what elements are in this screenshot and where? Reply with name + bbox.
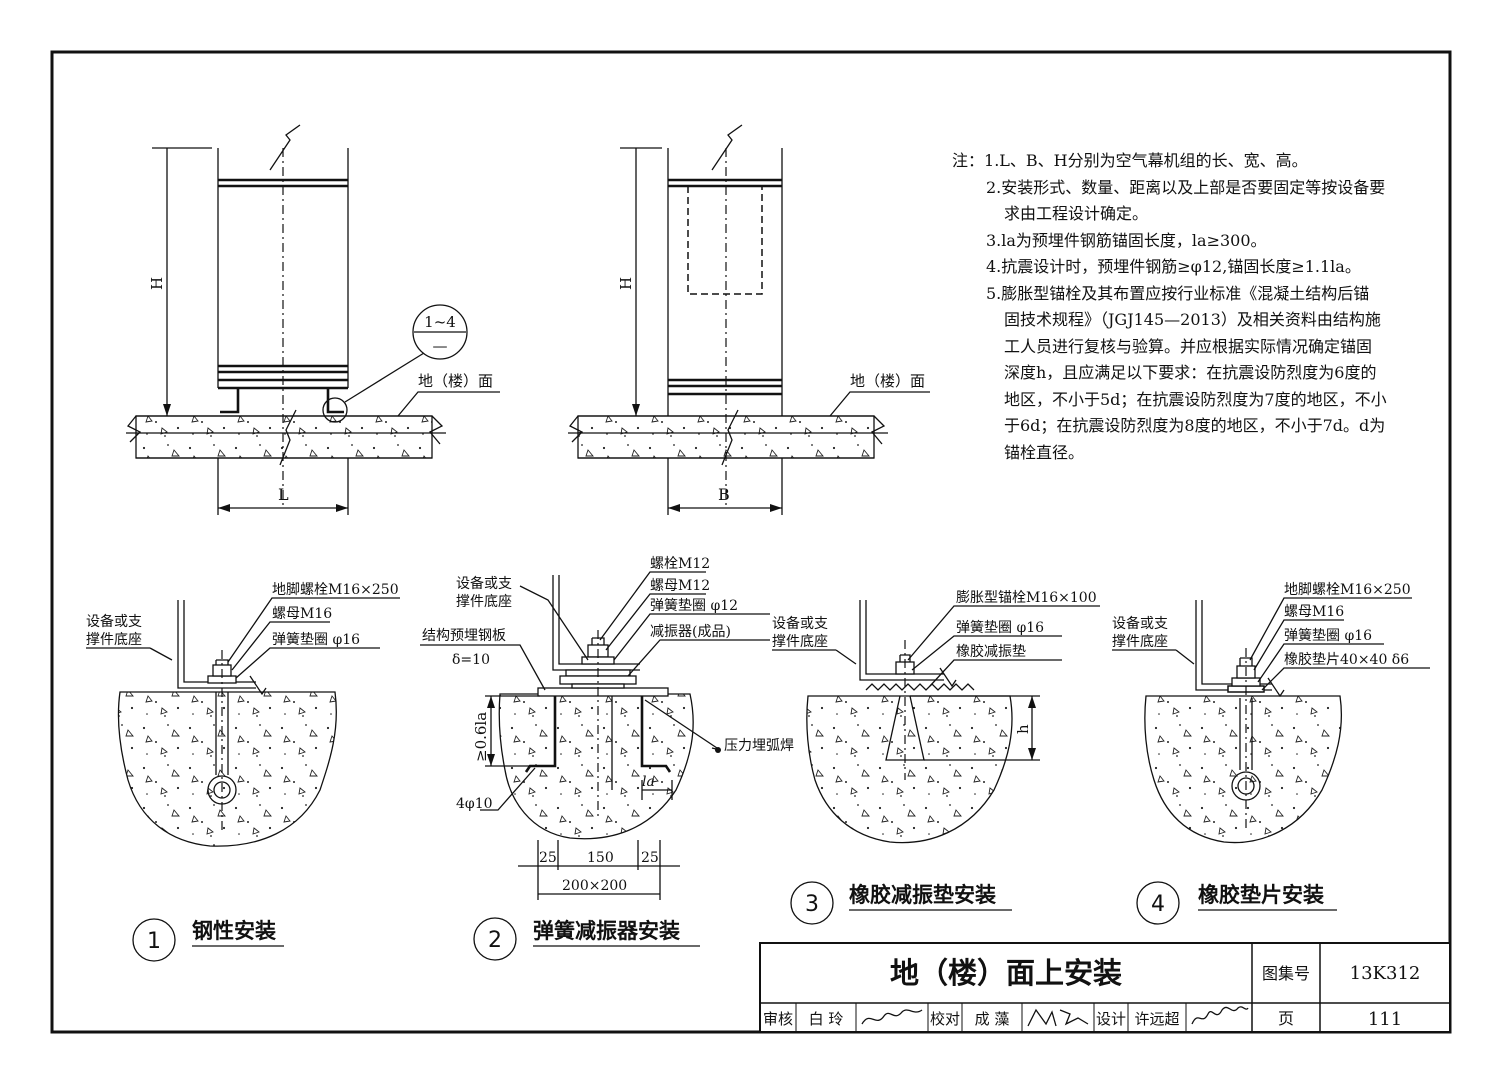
note-5e: 地区，不小于5d；在抗震设防烈度为7度的地区，不小 — [1004, 389, 1387, 409]
d2-plate-thk: δ=10 — [452, 652, 490, 668]
reviewer-name: 白 玲 — [809, 1010, 844, 1028]
notes-block: 注：1.L、B、H分别为空气幕机组的长、宽、高。 2.安装形式、数量、距离以及上… — [952, 148, 1432, 466]
d1-title: 钢性安装 — [192, 919, 276, 943]
sheet-title: 地（楼）面上安装 — [890, 956, 1122, 990]
note-5d: 深度h，且应满足以下要求：在抗震设防烈度为6度的 — [1004, 363, 1377, 382]
note-5g: 锚栓直径。 — [1004, 442, 1085, 462]
d4-bolt-label: 地脚螺栓M16×250 — [1284, 582, 1411, 598]
note-5: 5.膨胀型锚栓及其布置应按行业标准《混凝土结构后锚 — [986, 283, 1370, 303]
d3-bolt-label: 膨胀型锚栓M16×100 — [956, 589, 1097, 606]
d4-pad-label: 橡胶垫片40×40 δ6 — [1284, 651, 1409, 668]
title-block: 地（楼）面上安装 图集号 13K312 页 111 审核 白 玲 校对 成 藻 … — [759, 942, 1451, 1033]
d3-title: 橡胶减振垫安装 — [849, 883, 996, 907]
d2-dim-a: 25 — [539, 850, 557, 866]
d2-weld-label: 压力埋弧焊 — [724, 738, 794, 754]
note-2b: 求由工程设计确定。 — [1004, 204, 1149, 223]
d2-isolator-label: 减振器(成品) — [650, 624, 731, 640]
d2-base-label-1: 设备或支 — [456, 575, 512, 592]
detail-1-rigid-install: 地脚螺栓M16×250 螺母M16 弹簧垫圈 φ16 设备或支 撑件底座 1 钢… — [86, 582, 400, 962]
designer-signature — [1191, 1006, 1249, 1025]
note-4: 4.抗震设计时，预埋件钢筋≥φ12,锚固长度≥1.1la。 — [986, 257, 1361, 276]
checker-signature — [1027, 1008, 1089, 1027]
floor-label-right: 地（楼）面 — [850, 372, 925, 390]
d3-pad-label: 橡胶减振垫 — [956, 643, 1026, 660]
detail-3-rubber-pad-install: h 膨胀型锚栓M16×100 弹簧垫圈 φ16 橡胶减振垫 设备或支 撑件底座 … — [772, 589, 1100, 925]
d1-base-label-2: 撑件底座 — [86, 632, 142, 648]
height-dim-right: H — [617, 277, 635, 290]
width-dim-right: B — [718, 485, 730, 504]
callout-top-text: 1~4 — [424, 313, 456, 331]
height-dim-left: H — [148, 277, 166, 290]
d2-dim-c: 25 — [641, 850, 659, 866]
review-label: 审核 — [763, 1010, 793, 1028]
d2-nut-label: 螺母M12 — [650, 578, 710, 594]
elevation-width-view: H B 地（楼）面 — [568, 124, 930, 515]
d4-washer-label: 弹簧垫圈 φ16 — [1284, 628, 1372, 644]
d2-number: 2 — [488, 928, 502, 953]
page-label: 页 — [1278, 1009, 1294, 1028]
note-5b: 固技术规程》（JGJ145—2013）及相关资料由结构施 — [1004, 310, 1381, 329]
d3-washer-label: 弹簧垫圈 φ16 — [956, 620, 1044, 636]
d2-la-label: la — [642, 774, 655, 790]
d1-washer-label: 弹簧垫圈 φ16 — [272, 632, 360, 648]
notes-prefix: 注： — [952, 151, 985, 170]
page-number: 111 — [1368, 1009, 1402, 1030]
d2-bolt-label: 螺栓M12 — [650, 556, 710, 572]
atlas-label: 图集号 — [1262, 964, 1310, 983]
detail-callout-bubble — [412, 304, 468, 360]
d3-base-label-2: 撑件底座 — [772, 634, 828, 650]
detail-2-spring-isolator-install: ≥0.6la la 25 150 25 200×200 螺栓M12 螺母M12 … — [420, 556, 794, 961]
d2-title: 弹簧减振器安装 — [533, 919, 680, 943]
d2-base-label-2: 撑件底座 — [456, 594, 512, 610]
floor-slab-left — [135, 415, 433, 459]
d3-base-label-1: 设备或支 — [772, 615, 828, 632]
floor-label-left: 地（楼）面 — [418, 372, 493, 390]
d4-title: 橡胶垫片安装 — [1198, 883, 1324, 907]
break-line-top-left — [269, 124, 301, 171]
reviewer-signature — [861, 1009, 923, 1025]
checker-name: 成 藻 — [975, 1010, 1010, 1028]
d1-base-label-1: 设备或支 — [86, 613, 142, 630]
d4-base-label-2: 撑件底座 — [1112, 634, 1168, 650]
note-5f: 于6d；在抗震设防烈度为8度的地区，不小于7d。d为 — [1004, 416, 1386, 435]
callout-bottom-text: — — [433, 337, 448, 355]
d2-dim-b: 150 — [587, 850, 614, 866]
note-5c: 工人员进行复核与验算。并应根据实际情况确定锚固 — [1004, 336, 1373, 356]
width-dim-left: L — [278, 485, 289, 504]
note-2: 2.安装形式、数量、距离以及上部是否要固定等按设备要 — [986, 177, 1386, 197]
d2-anchor-len: ≥0.6la — [472, 712, 490, 762]
note-line-1: 注：1.L、B、H分别为空气幕机组的长、宽、高。 — [952, 148, 1432, 175]
note-1: 1.L、B、H分别为空气幕机组的长、宽、高。 — [984, 151, 1308, 170]
detail-4-rubber-washer-install: 地脚螺栓M16×250 螺母M16 弹簧垫圈 φ16 橡胶垫片40×40 δ6 … — [1112, 582, 1430, 925]
d2-plate-label: 结构预埋钢板 — [422, 628, 506, 644]
d1-number: 1 — [147, 929, 161, 954]
d4-base-label-1: 设备或支 — [1112, 615, 1168, 632]
check-label: 校对 — [930, 1010, 960, 1028]
d2-washer-label: 弹簧垫圈 φ12 — [650, 598, 738, 614]
designer-name: 许远超 — [1134, 1010, 1179, 1028]
sheet-border — [50, 50, 1452, 1034]
elevation-length-view: H L 1~4 — 地（楼）面 — [126, 124, 500, 515]
d1-bolt-label: 地脚螺栓M16×250 — [272, 582, 399, 598]
atlas-number: 13K312 — [1350, 963, 1421, 984]
d4-number: 4 — [1151, 892, 1165, 917]
d3-depth-label: h — [1014, 724, 1032, 734]
d2-dim-total: 200×200 — [562, 878, 627, 894]
d2-bars-label: 4φ10 — [456, 796, 493, 812]
d3-number: 3 — [805, 892, 819, 917]
note-3: 3.la为预埋件钢筋锚固长度，la≥300。 — [986, 230, 1267, 250]
d4-nut-label: 螺母M16 — [1284, 604, 1344, 620]
d1-nut-label: 螺母M16 — [272, 606, 332, 622]
design-label: 设计 — [1096, 1010, 1126, 1028]
